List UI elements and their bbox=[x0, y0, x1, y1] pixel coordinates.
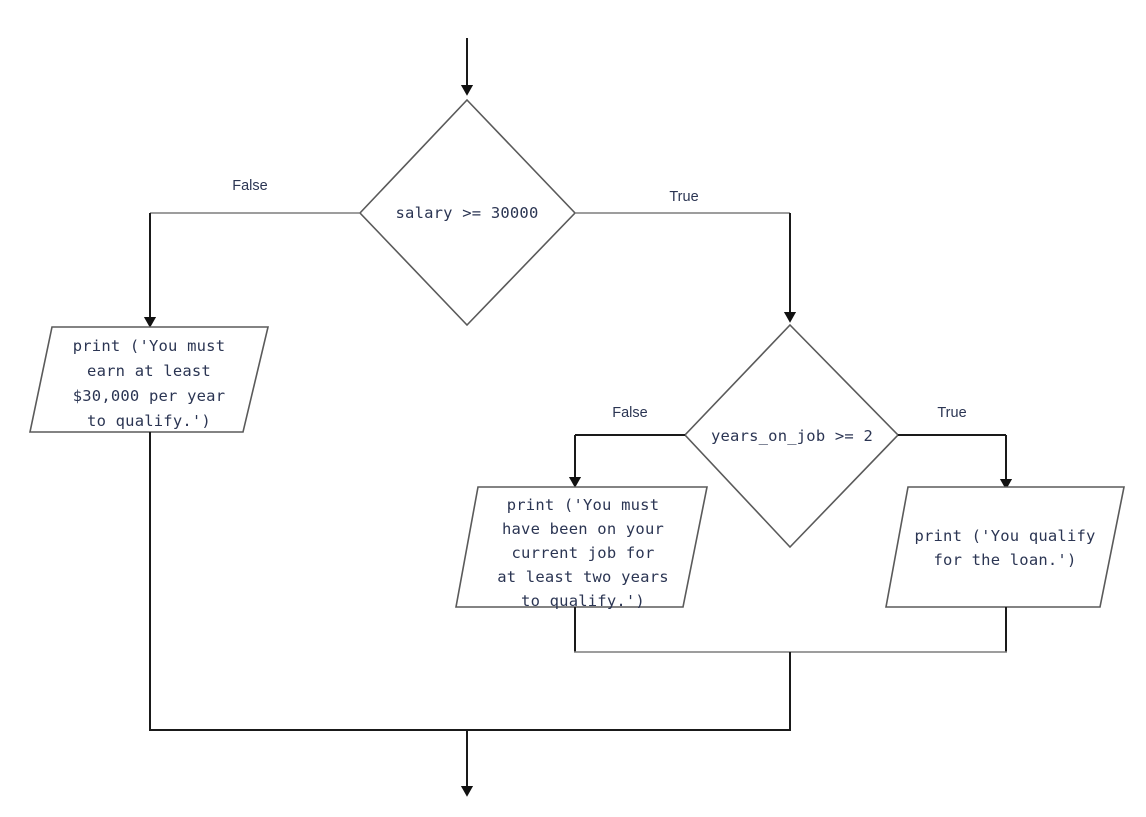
qualify-output-line-1: print ('You qualify bbox=[914, 527, 1095, 545]
salary-fail-output-line-1: print ('You must bbox=[73, 337, 226, 355]
qualify-output[interactable]: print ('You qualify for the loan.') bbox=[885, 486, 1125, 608]
salary-fail-output[interactable]: print ('You must earn at least $30,000 p… bbox=[29, 326, 270, 433]
salary-decision[interactable]: salary >= 30000 bbox=[358, 98, 577, 327]
salary-fail-output-line-3: $30,000 per year bbox=[73, 387, 226, 405]
years-decision-diamond bbox=[683, 323, 900, 549]
salary-true-label: True bbox=[669, 189, 698, 205]
years-decision-label: years_on_job >= 2 bbox=[711, 427, 873, 445]
years-true-branch: True bbox=[898, 405, 1013, 490]
years-fail-output-line-1: print ('You must bbox=[507, 496, 660, 514]
salary-decision-label: salary >= 30000 bbox=[396, 204, 539, 222]
qualify-output-line-2: for the loan.') bbox=[934, 551, 1077, 569]
salary-fail-output-line-4: to qualify.') bbox=[87, 412, 211, 430]
years-fail-output-line-2: have been on your bbox=[502, 520, 664, 538]
years-fail-output[interactable]: print ('You must have been on your curre… bbox=[455, 486, 708, 610]
years-false-branch: False bbox=[568, 405, 685, 488]
years-fail-output-line-3: current job for bbox=[512, 544, 655, 562]
years-decision[interactable]: years_on_job >= 2 bbox=[683, 323, 900, 549]
salary-true-branch: True bbox=[575, 189, 797, 323]
years-false-label: False bbox=[612, 405, 647, 421]
years-fail-output-parallelogram bbox=[455, 486, 708, 608]
years-true-label: True bbox=[937, 405, 966, 421]
qualify-output-parallelogram bbox=[885, 486, 1125, 608]
salary-false-label: False bbox=[232, 178, 267, 194]
salary-fail-output-line-2: earn at least bbox=[87, 362, 211, 380]
salary-false-branch: False bbox=[143, 178, 360, 328]
years-fail-output-line-4: at least two years bbox=[497, 568, 669, 586]
final-merge bbox=[149, 432, 791, 797]
salary-fail-output-parallelogram bbox=[29, 326, 270, 433]
years-fail-output-line-5: to qualify.') bbox=[521, 592, 645, 610]
salary-decision-diamond bbox=[358, 98, 577, 327]
inner-merge bbox=[574, 607, 1007, 731]
